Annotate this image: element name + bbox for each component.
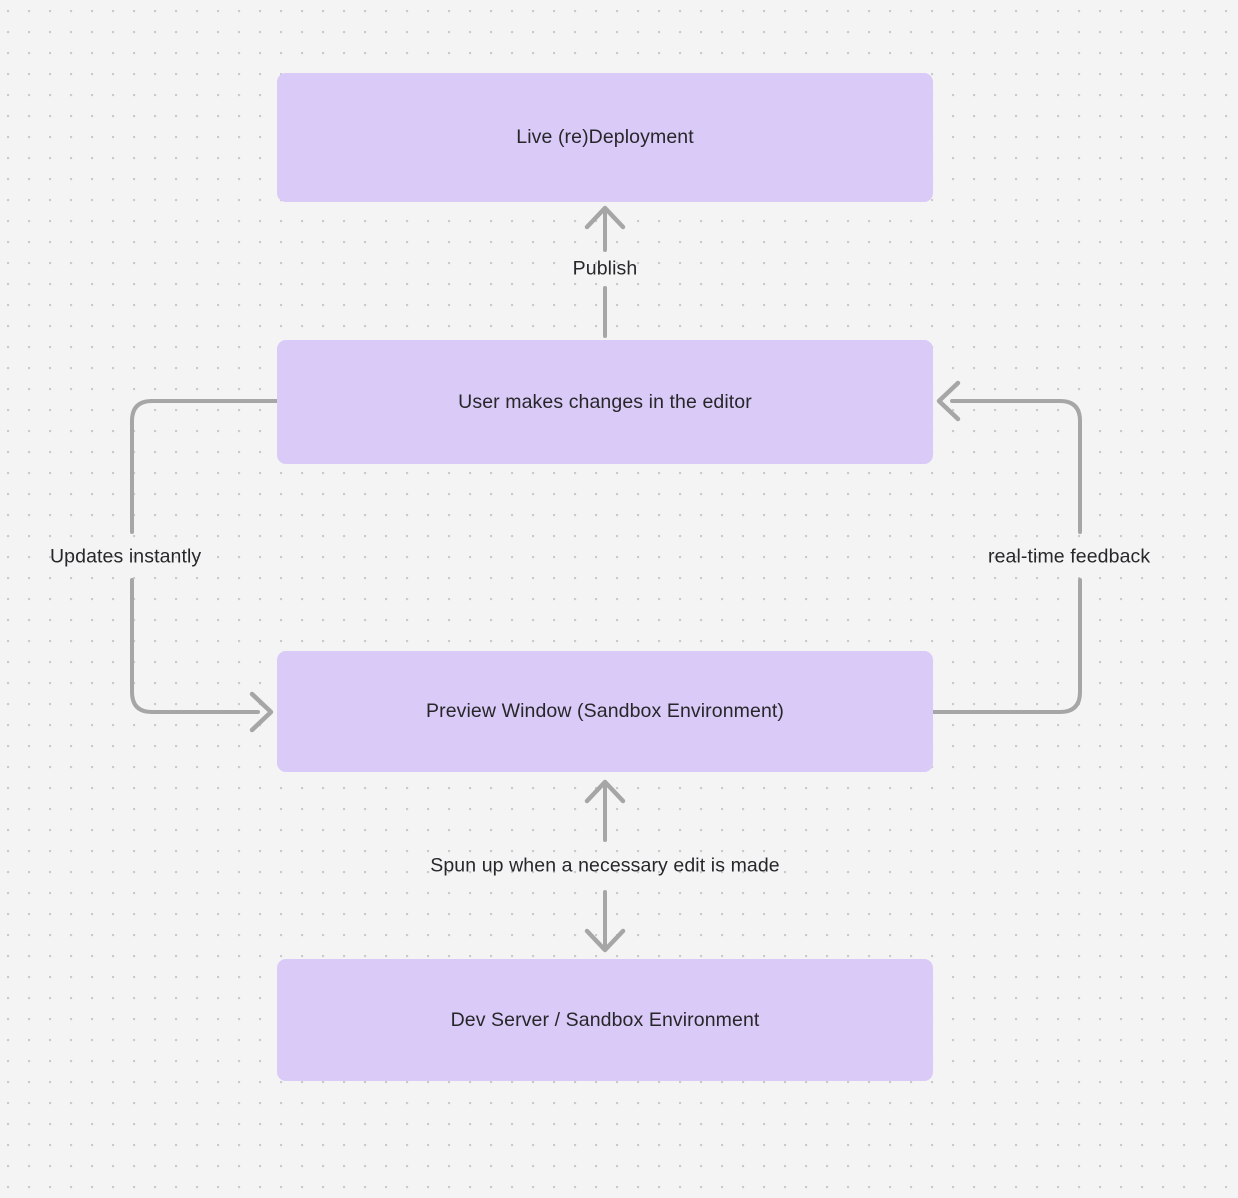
edge-spun-up-up-arrowhead-icon [584,779,626,804]
edge-spun-up-down-arrowhead-icon [584,928,626,953]
node-preview-window[interactable]: Preview Window (Sandbox Environment) [277,651,933,772]
node-user-edits[interactable]: User makes changes in the editor [277,340,933,464]
node-user-edits-label: User makes changes in the editor [458,390,752,413]
edge-publish-arrowhead-icon [584,205,626,230]
node-live-deployment[interactable]: Live (re)Deployment [277,73,933,202]
edge-label-publish: Publish [572,257,638,280]
edge-label-real-time-feedback: real-time feedback [988,545,1151,568]
node-live-deployment-label: Live (re)Deployment [516,126,694,149]
node-dev-server[interactable]: Dev Server / Sandbox Environment [277,959,933,1081]
edge-updates-instantly-arrowhead-icon [249,691,274,733]
edge-real-time-feedback-arrowhead-icon [936,380,961,422]
edge-label-spun-up: Spun up when a necessary edit is made [430,854,780,877]
edge-real-time-feedback-upper-segment [950,399,1082,534]
edge-label-updates-instantly: Updates instantly [50,545,202,568]
node-preview-window-label: Preview Window (Sandbox Environment) [426,700,784,723]
edge-updates-instantly-upper-segment [130,399,279,534]
edge-updates-instantly-lower-segment [130,578,260,714]
edge-real-time-feedback-lower-segment [931,578,1082,714]
node-dev-server-label: Dev Server / Sandbox Environment [450,1008,760,1031]
